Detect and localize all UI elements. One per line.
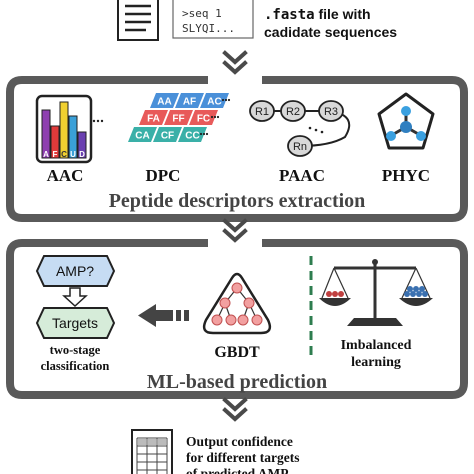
two-stage-label-line-2: classification xyxy=(41,359,110,373)
dpc-cell-label: AA xyxy=(157,97,171,108)
dpc-grid-icon: AA AF AC FA FF FC CA CF CC xyxy=(128,93,231,142)
phyc-molecule-icon xyxy=(377,92,435,150)
dpc-cell xyxy=(139,110,168,125)
dpc-cell-label: FC xyxy=(197,114,210,125)
sequence-line-2: SLYQI... xyxy=(182,22,235,35)
paac-node-rn: Rn xyxy=(293,141,307,153)
sequence-line-1: >seq 1 xyxy=(182,7,222,20)
dpc-dot xyxy=(221,98,225,102)
aac-bar-letter-a: A xyxy=(43,150,49,159)
fasta-ext: .fasta xyxy=(264,7,315,23)
output-table-icon xyxy=(131,429,173,474)
dpc-cell xyxy=(164,110,193,125)
gbdt-tree-icon xyxy=(202,272,272,335)
fasta-caption-line-1: .fasta file with xyxy=(264,6,371,23)
aac-bar-letter-u: U xyxy=(70,150,76,159)
output-caption-line-1: Output confidence xyxy=(186,434,293,449)
two-stage-label-line-1: two-stage xyxy=(50,343,101,357)
dpc-cell-label: FF xyxy=(172,114,184,125)
dpc-dot xyxy=(216,115,220,119)
dpc-cell xyxy=(200,93,229,108)
paac-node-r2: R2 xyxy=(286,106,300,118)
dpc-cell-label: AF xyxy=(183,97,196,108)
amp-question-label: AMP? xyxy=(56,263,94,279)
dpc-dot xyxy=(224,98,228,102)
down-arrow-icon xyxy=(62,287,88,308)
balance-scale-icon xyxy=(319,259,433,326)
aac-bar-letter-d: D xyxy=(79,150,85,159)
gbdt-label: GBDT xyxy=(214,344,260,361)
phyc-label: PHYC xyxy=(382,166,430,185)
aac-bar-chart-icon: A F C U D xyxy=(35,94,104,164)
dpc-cell-label: CC xyxy=(185,131,199,142)
dpc-cell xyxy=(175,93,204,108)
dpc-cell xyxy=(178,127,207,142)
imbalanced-label-line-1: Imbalanced xyxy=(341,338,412,353)
dpc-dot xyxy=(227,98,231,102)
dpc-cell-label: FA xyxy=(147,114,160,125)
targets-box: Targets xyxy=(35,307,116,339)
descriptors-panel-frame xyxy=(6,76,468,222)
paac-chain-icon: R1 R2 R3 Rn xyxy=(249,100,351,157)
dpc-cell-label: AC xyxy=(207,97,221,108)
descriptors-panel-title: Peptide descriptors extraction xyxy=(109,190,366,212)
output-caption-line-3: of predicted AMP xyxy=(186,466,288,474)
aac-label: AAC xyxy=(47,166,84,185)
amp-question-box: AMP? xyxy=(35,255,116,287)
dpc-cell xyxy=(128,127,157,142)
dpc-cell-label: CA xyxy=(135,131,149,142)
dpc-dot xyxy=(213,115,217,119)
paac-node-r1: R1 xyxy=(255,106,269,118)
dpc-dot xyxy=(205,132,209,136)
down-chevron-icon xyxy=(222,50,248,75)
targets-label: Targets xyxy=(52,315,98,331)
dpc-cell xyxy=(150,93,179,108)
aac-bar-letter-c: C xyxy=(61,150,67,159)
dpc-dot xyxy=(199,132,203,136)
down-chevron-icon xyxy=(222,218,248,243)
fasta-caption-line-2: cadidate sequences xyxy=(264,24,397,40)
left-arrow-icon xyxy=(138,304,189,327)
dpc-cell xyxy=(153,127,182,142)
fasta-caption-rest: file with xyxy=(315,6,371,22)
aac-bar-letter-f: F xyxy=(53,150,58,159)
output-caption-line-2: for different targets xyxy=(186,450,299,465)
paac-node-r3: R3 xyxy=(324,106,338,118)
down-chevron-icon xyxy=(222,397,248,422)
prediction-panel-title: ML-based prediction xyxy=(147,371,327,393)
fasta-document-icon xyxy=(117,0,159,41)
dpc-label: DPC xyxy=(146,166,181,185)
dpc-dot xyxy=(210,115,214,119)
imbalanced-label-line-2: learning xyxy=(351,355,401,370)
sequence-box: >seq 1 SLYQI... xyxy=(172,0,254,39)
prediction-panel-frame xyxy=(6,239,468,399)
dpc-cell-label: CF xyxy=(161,131,174,142)
dpc-cell xyxy=(189,110,218,125)
dpc-dot xyxy=(202,132,206,136)
paac-label: PAAC xyxy=(279,166,325,185)
